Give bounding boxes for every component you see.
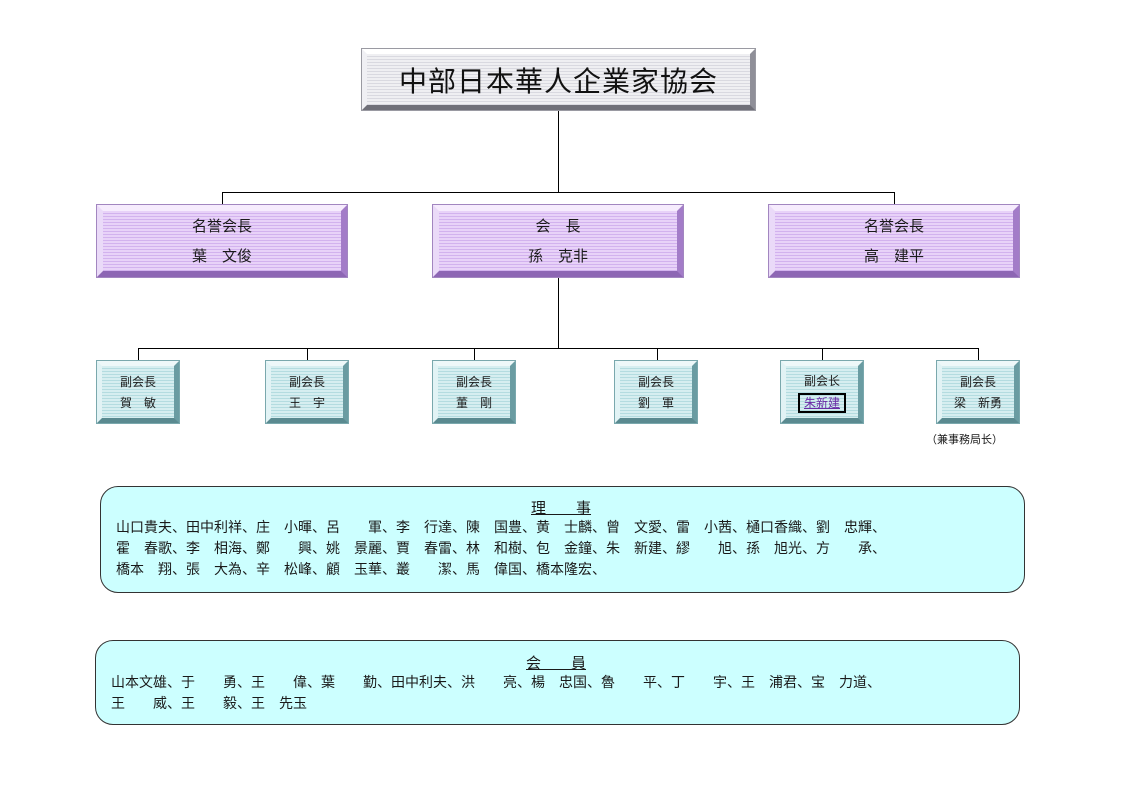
directors-panel: 理 事 山口貴夫、田中利祥、庄 小暉、呂 軍、李 行達、陳 国豊、黄 士麟、曾 … (100, 486, 1025, 593)
leader-role: 会 長 (535, 217, 581, 235)
connector-vp-1 (138, 348, 139, 361)
vice-president-role: 副会長 (119, 374, 156, 389)
connector-leader-left (222, 192, 223, 205)
directors-line: 山口貴夫、田中利祥、庄 小暉、呂 軍、李 行達、陳 国豊、黄 士麟、曾 文愛、雷… (116, 520, 886, 536)
vice-president-name: 董 剛 (455, 395, 492, 410)
vice-president-role: 副会長 (959, 374, 996, 389)
members-line: 山本文雄、于 勇、王 偉、葉 勤、田中利夫、洪 亮、楊 忠国、魯 平、丁 宇、王… (111, 675, 881, 691)
vice-president-name: 梁 新勇 (953, 395, 1002, 410)
directors-title: 理 事 (531, 499, 592, 517)
vice-president-box: 副会长 朱新建 (781, 361, 863, 423)
leader-name: 葉 文俊 (191, 247, 252, 265)
connector-vp-5 (822, 348, 823, 361)
connector-vp-4 (657, 348, 658, 361)
connector-president-down (558, 277, 559, 348)
org-title: 中部日本華人企業家協会 (398, 64, 718, 98)
connector-title-down (558, 110, 559, 192)
members-line: 王 威、王 毅、王 先玉 (111, 696, 307, 712)
vice-president-box: 副会長 梁 新勇 (937, 361, 1019, 423)
vice-president-box: 副会長 賀 敏 (97, 361, 179, 423)
vice-president-name: 王 宇 (288, 395, 325, 410)
vice-president-box: 副会長 劉 軍 (615, 361, 697, 423)
vice-president-box: 副会長 王 宇 (266, 361, 348, 423)
members-title: 会 員 (526, 654, 587, 672)
connector-vp-bar (138, 348, 979, 349)
secretary-general-note: （兼事務局长） (926, 433, 1003, 446)
vice-president-role: 副会长 (803, 373, 840, 388)
directors-line: 橋本 翔、張 大為、辛 松峰、顧 玉華、叢 潔、馬 偉国、橋本隆宏、 (116, 562, 606, 578)
leader-role: 名誉会長 (863, 217, 924, 235)
leader-role: 名誉会長 (191, 217, 252, 235)
connector-leaders-bar (222, 192, 895, 193)
connector-vp-2 (307, 348, 308, 361)
vice-president-name: 劉 軍 (637, 395, 674, 410)
vice-president-role: 副会長 (288, 374, 325, 389)
connector-vp-3 (474, 348, 475, 361)
leader-box-president: 会 長 孫 克非 (433, 205, 683, 277)
leader-name: 高 建平 (863, 247, 924, 265)
leader-name: 孫 克非 (527, 247, 588, 265)
vice-president-name-link[interactable]: 朱新建 (797, 392, 846, 413)
connector-vp-6 (978, 348, 979, 361)
vice-president-box: 副会長 董 剛 (433, 361, 515, 423)
members-panel: 会 員 山本文雄、于 勇、王 偉、葉 勤、田中利夫、洪 亮、楊 忠国、魯 平、丁… (95, 640, 1020, 725)
vice-president-role: 副会長 (637, 374, 674, 389)
vice-president-name: 賀 敏 (119, 395, 156, 410)
connector-leader-right (894, 192, 895, 205)
vice-president-role: 副会長 (455, 374, 492, 389)
org-title-box: 中部日本華人企業家協会 (362, 49, 755, 110)
directors-line: 霍 春歌、李 相海、鄭 興、姚 景麗、賈 春雷、林 和樹、包 金鐘、朱 新建、繆… (116, 541, 886, 557)
leader-box-honorary-left: 名誉会長 葉 文俊 (97, 205, 347, 277)
leader-box-honorary-right: 名誉会長 高 建平 (769, 205, 1019, 277)
